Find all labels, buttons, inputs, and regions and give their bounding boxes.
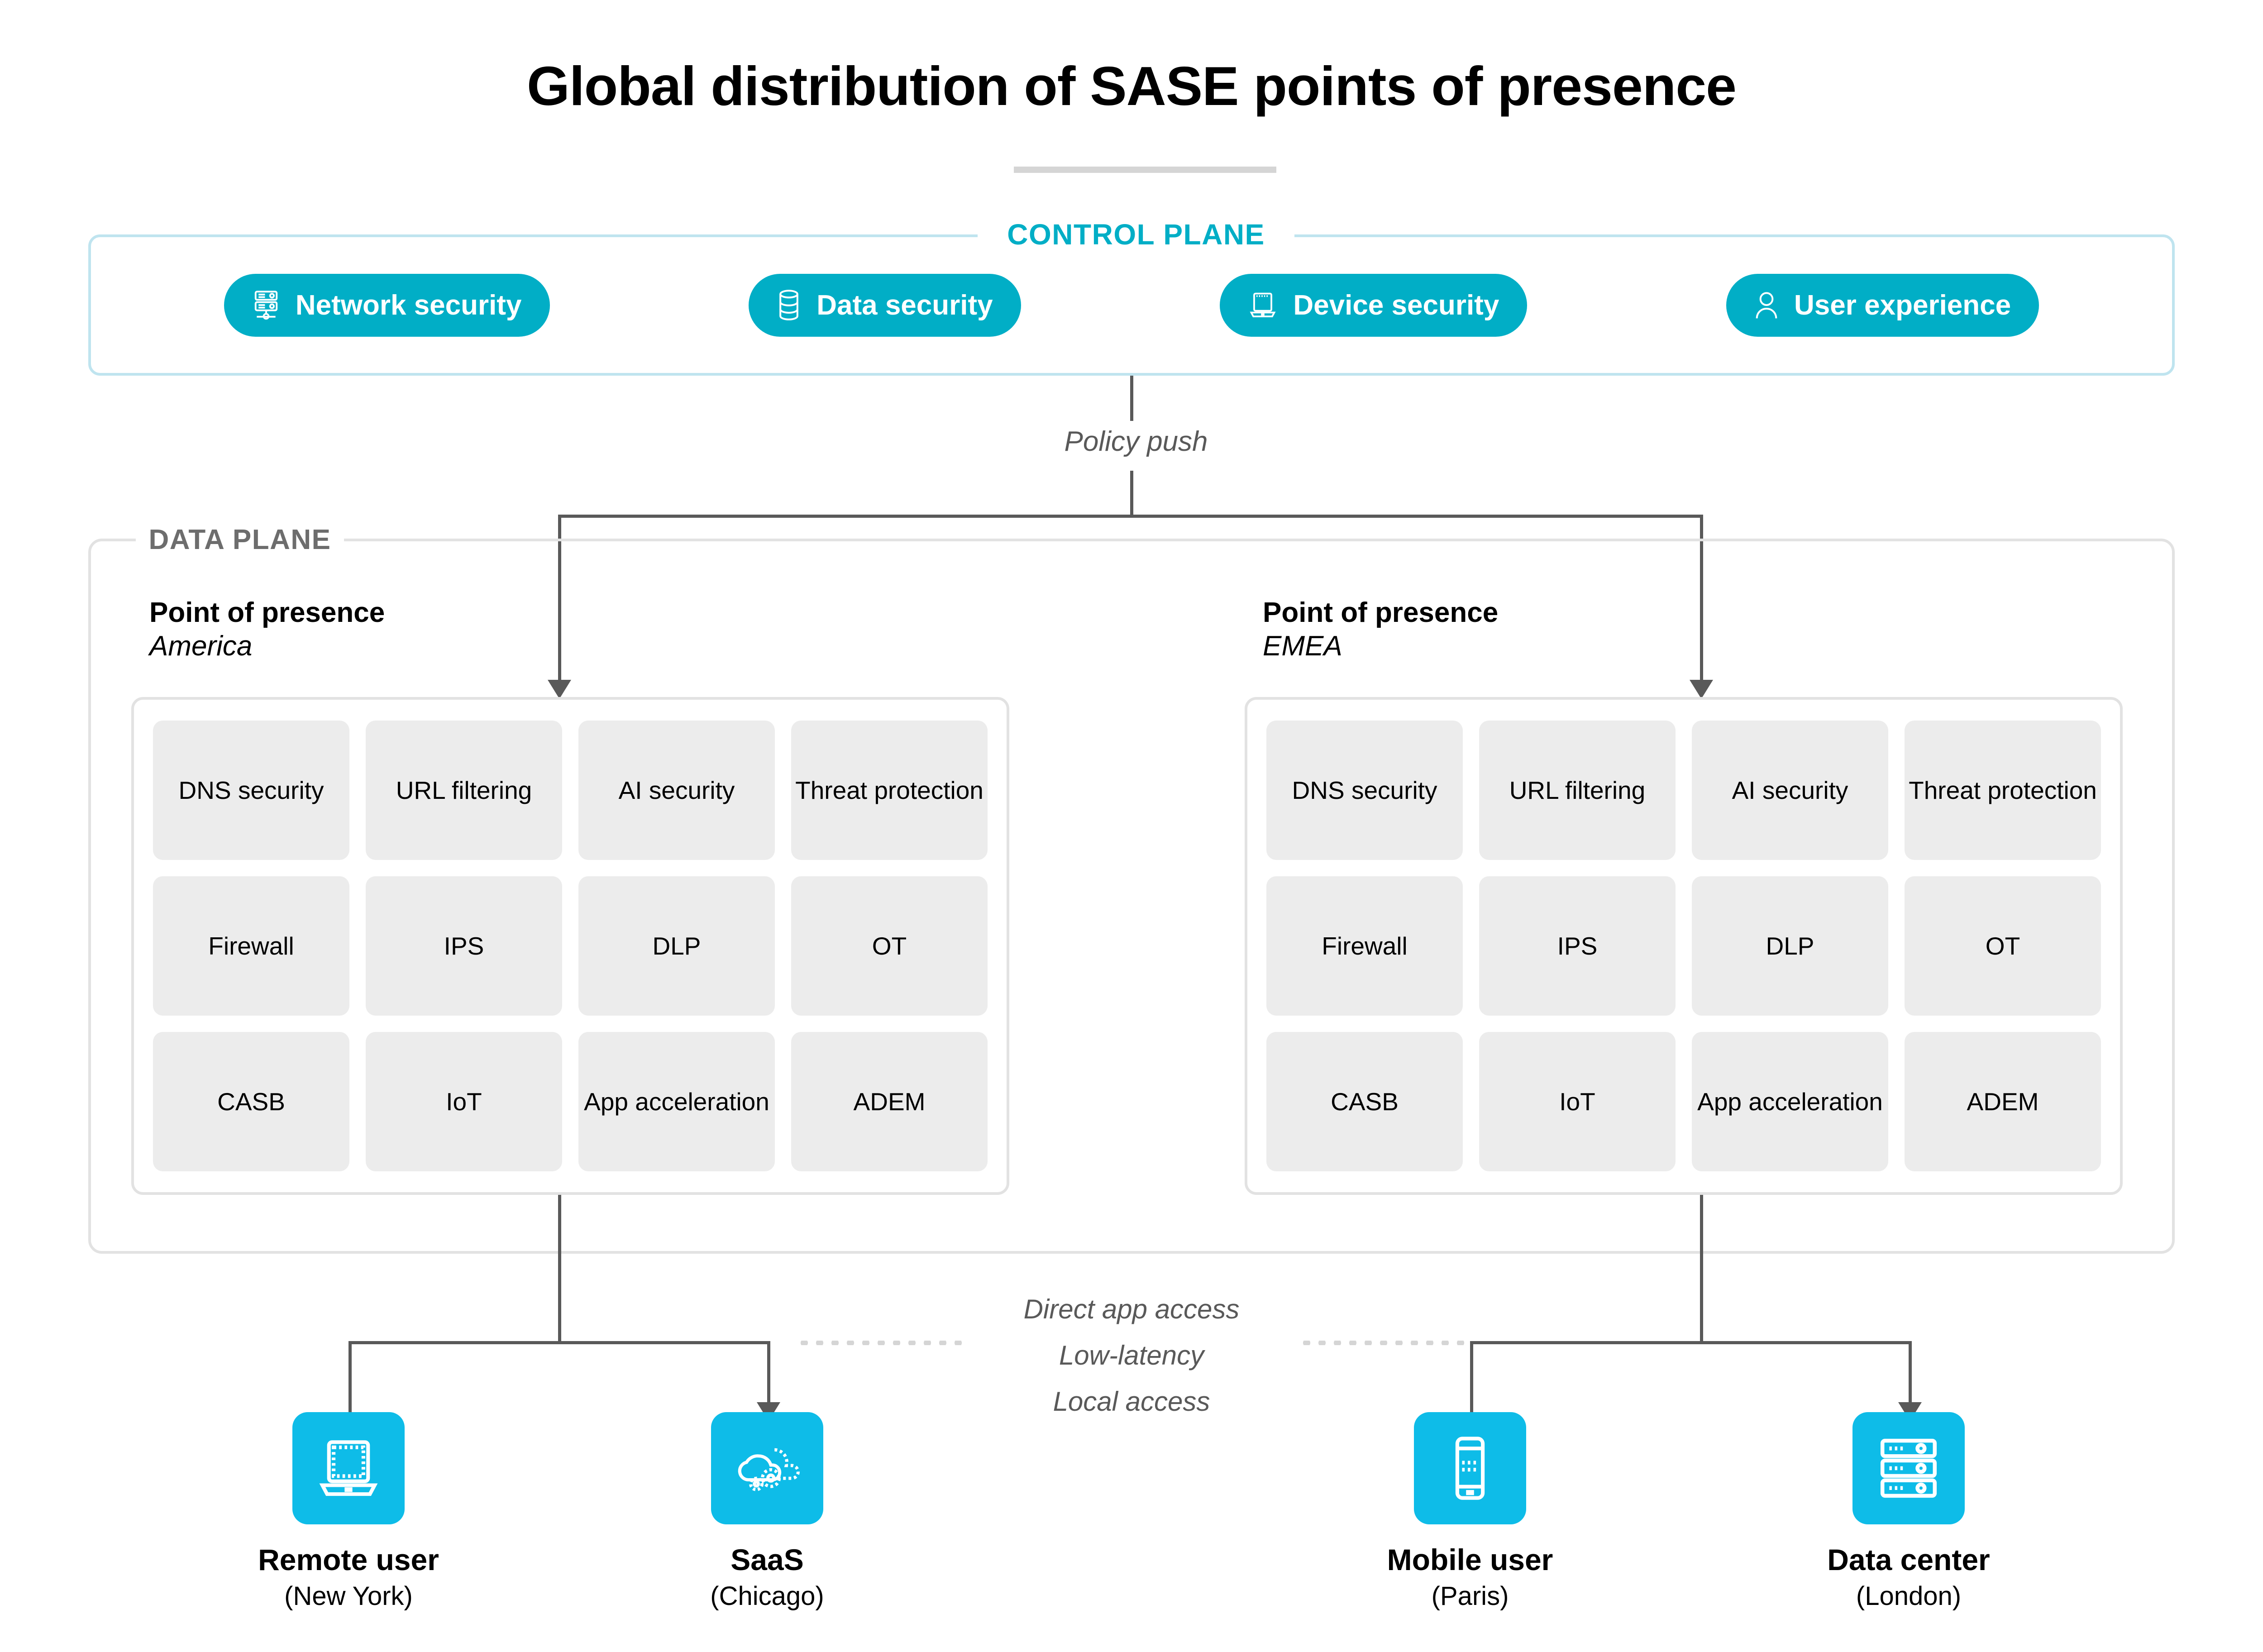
service-tile[interactable]: CASB — [1266, 1032, 1463, 1171]
service-tile[interactable]: App acceleration — [578, 1032, 775, 1171]
service-tile[interactable]: DLP — [578, 876, 775, 1016]
user-icon — [1754, 291, 1779, 320]
page-title: Global distribution of SASE points of pr… — [526, 55, 1737, 117]
pop-header-emea: Point of presence EMEA — [1263, 597, 1498, 664]
endpoint-name: Mobile user — [1387, 1543, 1553, 1576]
emea-egress-bar — [1470, 1341, 1912, 1344]
endpoint-location: (London) — [1856, 1581, 1962, 1611]
pill-label: Device security — [1293, 289, 1499, 321]
emea-egress-branch-mobile-user — [1470, 1341, 1473, 1423]
america-egress-stem — [558, 1195, 561, 1344]
service-tile[interactable]: IoT — [1479, 1032, 1676, 1171]
laptop-icon — [292, 1412, 405, 1524]
service-tile[interactable]: Threat protection — [1905, 721, 2101, 860]
pop-services-emea: DNS security URL filtering AI security T… — [1245, 697, 2123, 1195]
flow-dotted-line-left — [797, 1341, 964, 1345]
title-divider — [1014, 167, 1276, 173]
pop-header-america: Point of presence America — [149, 597, 385, 664]
endpoint-remote-user[interactable]: Remote user (New York) — [249, 1412, 448, 1610]
service-tile[interactable]: OT — [791, 876, 988, 1016]
pop-title: Point of presence — [1263, 597, 1499, 628]
service-tile[interactable]: DLP — [1692, 876, 1888, 1016]
pill-label: Network security — [295, 289, 522, 321]
pill-label: User experience — [1794, 289, 2011, 321]
endpoint-name: SaaS — [730, 1543, 804, 1576]
service-tile[interactable]: Firewall — [153, 876, 349, 1016]
server-rack-icon — [1852, 1412, 1965, 1524]
policy-push-connector-upper — [1130, 376, 1133, 430]
control-plane-label: CONTROL PLANE — [978, 212, 1294, 257]
endpoint-saas[interactable]: SaaS (Chicago) — [668, 1412, 867, 1610]
pill-device-security[interactable]: Device security — [1220, 273, 1528, 337]
service-tile[interactable]: IoT — [366, 1032, 562, 1171]
service-tile[interactable]: AI security — [1692, 721, 1888, 860]
endpoint-name: Data center — [1827, 1543, 1990, 1576]
flow-label-local-access: Local access — [1053, 1386, 1210, 1417]
pill-data-security[interactable]: Data security — [749, 273, 1021, 337]
policy-push-connector-lower — [1130, 471, 1133, 516]
pop-region: America — [149, 630, 253, 662]
service-tile[interactable]: DNS security — [1266, 721, 1463, 860]
control-plane-pill-row: Network security Data security Device se… — [88, 234, 2175, 376]
service-tile[interactable]: IPS — [1479, 876, 1676, 1016]
service-tile[interactable]: ADEM — [1905, 1032, 2101, 1171]
emea-egress-stem — [1700, 1195, 1703, 1344]
policy-push-distribution-bar — [558, 515, 1703, 518]
laptop-icon — [1248, 291, 1278, 319]
policy-push-branch-america — [558, 515, 561, 682]
service-tile[interactable]: CASB — [153, 1032, 349, 1171]
pop-services-america: DNS security URL filtering AI security T… — [131, 697, 1009, 1195]
flow-label-low-latency: Low-latency — [1059, 1340, 1204, 1370]
service-tile[interactable]: App acceleration — [1692, 1032, 1888, 1171]
server-rack-icon — [252, 289, 280, 321]
flow-label-direct-app-access: Direct app access — [1023, 1294, 1240, 1324]
service-tile[interactable]: DNS security — [153, 721, 349, 860]
policy-push-label: Policy push — [987, 421, 1285, 462]
service-tile[interactable]: URL filtering — [1479, 721, 1676, 860]
cloud-gears-icon — [711, 1412, 823, 1524]
america-egress-branch-saas — [767, 1341, 770, 1404]
data-plane-label: DATA PLANE — [136, 518, 344, 562]
emea-egress-branch-data-center — [1909, 1341, 1912, 1404]
endpoint-location: (Chicago) — [710, 1581, 824, 1611]
endpoint-name: Remote user — [258, 1543, 439, 1576]
service-tile[interactable]: ADEM — [791, 1032, 988, 1171]
endpoint-location: (New York) — [284, 1581, 413, 1611]
service-tile[interactable]: IPS — [366, 876, 562, 1016]
service-tile[interactable]: Firewall — [1266, 876, 1463, 1016]
policy-push-branch-emea — [1700, 515, 1703, 682]
policy-push-arrow-emea — [1690, 680, 1713, 699]
pill-user-experience[interactable]: User experience — [1726, 273, 2039, 337]
pop-region: EMEA — [1263, 630, 1342, 662]
service-tile[interactable]: URL filtering — [366, 721, 562, 860]
america-egress-branch-remote-user — [349, 1341, 352, 1423]
pill-label: Data security — [816, 289, 993, 321]
data-plane-panel — [88, 539, 2175, 1254]
endpoint-data-center[interactable]: Data center (London) — [1809, 1412, 2008, 1610]
pop-title: Point of presence — [149, 597, 385, 628]
service-tile[interactable]: OT — [1905, 876, 2101, 1016]
endpoint-location: (Paris) — [1431, 1581, 1509, 1611]
service-tile[interactable]: AI security — [578, 721, 775, 860]
endpoint-mobile-user[interactable]: Mobile user (Paris) — [1370, 1412, 1570, 1610]
flow-dotted-line-right — [1299, 1341, 1466, 1345]
database-icon — [777, 289, 801, 321]
mobile-phone-icon — [1414, 1412, 1526, 1524]
pill-network-security[interactable]: Network security — [224, 273, 550, 337]
america-egress-bar — [349, 1341, 770, 1344]
policy-push-arrow-america — [548, 680, 571, 699]
service-tile[interactable]: Threat protection — [791, 721, 988, 860]
